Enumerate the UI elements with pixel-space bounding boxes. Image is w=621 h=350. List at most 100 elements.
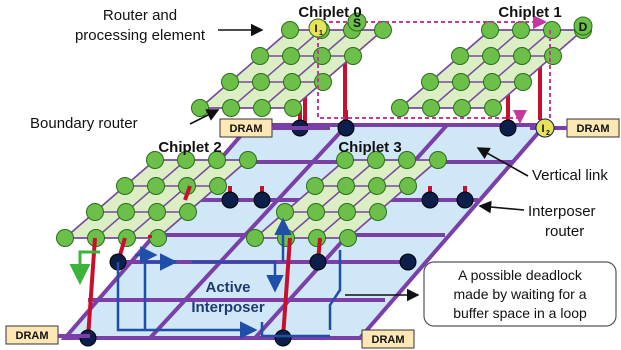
router-node	[307, 203, 325, 221]
router-node	[451, 47, 469, 65]
router-node	[146, 151, 164, 169]
router-node	[421, 73, 439, 91]
router-node	[239, 151, 257, 169]
mesh-plane	[397, 29, 586, 109]
interposer-router-node	[274, 329, 292, 347]
dram-top-left: DRAM	[219, 118, 273, 138]
router-node	[513, 47, 531, 65]
mesh-plane	[197, 29, 386, 109]
interposer-router-node	[221, 191, 239, 209]
i2-marker: I 2	[535, 118, 555, 138]
chiplet-1-mesh	[391, 21, 592, 117]
router-pe-label-line1: Router and	[103, 7, 177, 24]
interposer-router-node	[421, 191, 439, 209]
dram-top-right: DRAM	[566, 118, 620, 138]
boundary-router-arrow	[189, 109, 220, 125]
router-node	[149, 229, 167, 247]
callout-line3: buffer space in a loop	[453, 305, 587, 321]
router-node	[251, 47, 269, 65]
router-node	[179, 203, 197, 221]
interposer-router-label-line2: router	[545, 223, 584, 240]
dram-label: DRAM	[372, 334, 405, 346]
deadlock-loop	[116, 217, 342, 339]
i1-marker: I 1	[308, 18, 328, 38]
interposer-router-node	[253, 191, 271, 209]
router-node	[481, 21, 499, 39]
mesh-link	[292, 29, 384, 109]
router-node	[374, 21, 392, 39]
chiplet-3-mesh	[246, 151, 447, 247]
svg-text:I: I	[314, 23, 317, 35]
router-node	[276, 203, 294, 221]
router-node	[308, 229, 326, 247]
dest-marker: D	[573, 16, 593, 36]
lower-chiplet-meshes	[56, 151, 447, 247]
router-node	[283, 73, 301, 91]
vertical-link-label: Vertical link	[532, 167, 608, 184]
active-interposer-label-line1: Active	[205, 279, 250, 296]
mesh-link	[492, 29, 584, 109]
deadlock-callout: A possible deadlock made by waiting for …	[423, 261, 617, 327]
router-node	[177, 151, 195, 169]
chiplet-2-title: Chiplet 2	[158, 139, 221, 156]
router-node	[336, 151, 354, 169]
callout-line2: made by waiting for a	[453, 286, 586, 302]
router-node	[369, 203, 387, 221]
router-node	[483, 73, 501, 91]
svg-text:I: I	[541, 123, 544, 135]
router-node	[429, 151, 447, 169]
boundary-router-label: Boundary router	[30, 115, 138, 132]
router-node	[148, 203, 166, 221]
mesh-link	[126, 159, 218, 239]
mesh-link	[157, 159, 249, 239]
mesh-link	[199, 29, 291, 109]
interposer-router-node	[499, 119, 517, 137]
callout-line1: A possible deadlock	[458, 267, 583, 283]
router-node	[222, 99, 240, 117]
interposer-router-node	[309, 253, 327, 271]
source-marker: S	[347, 12, 367, 32]
mesh-link	[261, 29, 353, 109]
router-node	[208, 151, 226, 169]
vertical-link	[183, 185, 192, 201]
dram-label: DRAM	[16, 330, 49, 342]
router-node	[281, 21, 299, 39]
router-node	[282, 47, 300, 65]
router-node	[221, 73, 239, 91]
router-node	[306, 177, 324, 195]
router-pe-label-line2: processing element	[75, 27, 206, 44]
mesh-link	[254, 159, 346, 239]
vertical-link	[281, 237, 292, 339]
mesh-link	[316, 159, 408, 239]
router-node	[277, 229, 295, 247]
upper-chiplet-meshes	[191, 21, 592, 117]
router-node	[422, 99, 440, 117]
router-node	[367, 151, 385, 169]
router-node	[452, 73, 470, 91]
router-node	[543, 21, 561, 39]
svg-text:D: D	[579, 20, 588, 34]
dram-label: DRAM	[577, 123, 610, 135]
mesh-link	[285, 159, 377, 239]
interposer-router-node	[399, 253, 417, 271]
vertical-link-arrow	[476, 147, 529, 177]
mesh-link	[347, 159, 439, 239]
interposer-router-label-line1: Interposer	[528, 203, 596, 220]
chiplet-0-mesh	[191, 21, 392, 117]
mesh-link	[461, 29, 553, 109]
router-node	[391, 99, 409, 117]
chiplet-0-title: Chiplet 0	[298, 4, 361, 21]
router-node	[116, 177, 134, 195]
mesh-link	[399, 29, 491, 109]
router-node	[482, 47, 500, 65]
router-node	[398, 151, 416, 169]
router-node	[313, 47, 331, 65]
active-interposer-label-line2: Interposer	[191, 299, 265, 316]
router-node	[191, 99, 209, 117]
router-node	[338, 203, 356, 221]
router-node	[514, 73, 532, 91]
dram-bottom-right: DRAM	[361, 329, 415, 349]
router-node	[337, 177, 355, 195]
router-node	[117, 203, 135, 221]
router-node	[344, 47, 362, 65]
